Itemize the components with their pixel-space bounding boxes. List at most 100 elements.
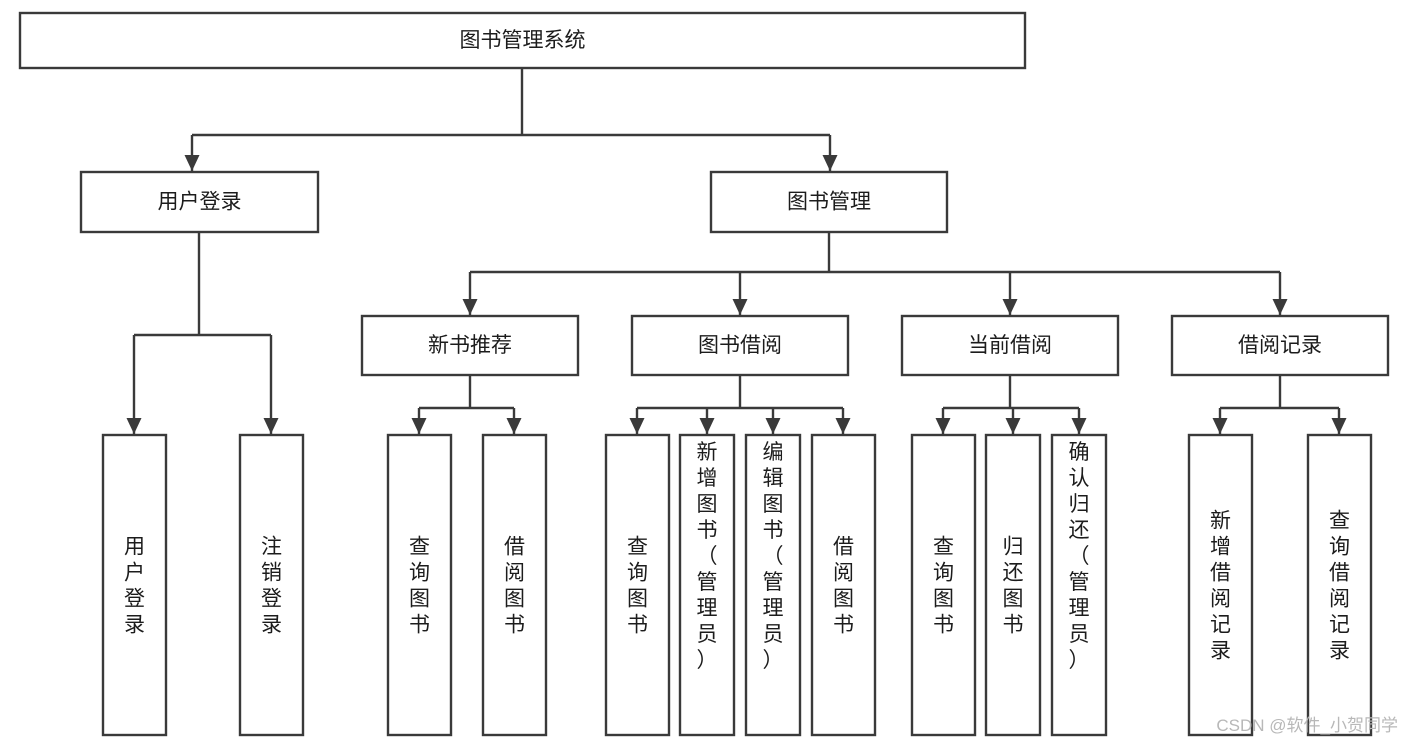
arrow-head-icon xyxy=(699,418,715,434)
arrow-head-icon xyxy=(1005,418,1021,434)
node-box-l-bb-edit[interactable] xyxy=(744,433,802,737)
arrow-head-icon xyxy=(411,418,427,434)
node-label-char: 归 xyxy=(1003,535,1024,558)
node-new-book-rec[interactable]: 新书推荐 xyxy=(360,314,580,377)
node-book-manage[interactable]: 图书管理 xyxy=(709,170,949,234)
node-label-char: 增 xyxy=(1210,535,1231,558)
node-label-char: 查 xyxy=(933,535,954,558)
node-label-char: 书 xyxy=(504,613,525,636)
arrow-head-icon xyxy=(732,299,748,315)
node-box-book-manage[interactable] xyxy=(709,170,949,234)
node-label-char: 认 xyxy=(1069,467,1090,490)
connector-group-bus-book-borrow xyxy=(629,375,851,434)
node-label-char: 登 xyxy=(261,587,282,610)
node-box-l-bb-query[interactable] xyxy=(604,433,671,737)
connector-group-bus-borrow-record xyxy=(1212,375,1347,434)
node-box-leaf-user-logout[interactable] xyxy=(238,433,305,737)
node-label-book-manage: 图书管理 xyxy=(787,191,871,214)
node-label-char: 新 xyxy=(697,441,718,464)
node-user-login[interactable]: 用户登录 xyxy=(79,170,320,234)
node-label-char: 图 xyxy=(763,493,784,516)
arrow-head-icon xyxy=(1002,299,1018,315)
node-root[interactable]: 图书管理系统 xyxy=(18,11,1027,70)
node-label-char: 员 xyxy=(1069,623,1090,646)
arrow-head-icon xyxy=(765,418,781,434)
arrow-head-icon xyxy=(1071,418,1087,434)
node-box-l-bb-add[interactable] xyxy=(678,433,736,737)
node-borrow-record[interactable]: 借阅记录 xyxy=(1170,314,1390,377)
node-book-borrow[interactable]: 图书借阅 xyxy=(630,314,850,377)
node-label-char: 询 xyxy=(627,561,648,584)
arrow-head-icon xyxy=(126,418,142,434)
node-label-char: 书 xyxy=(833,613,854,636)
node-box-leaf-user-login[interactable] xyxy=(101,433,168,737)
node-label-char: 阅 xyxy=(833,561,854,584)
node-label-char: 询 xyxy=(409,561,430,584)
node-box-l-bb-borrow[interactable] xyxy=(810,433,877,737)
node-box-borrow-record[interactable] xyxy=(1170,314,1390,377)
node-box-l-cb-confirm[interactable] xyxy=(1050,433,1108,737)
node-label-char: ） xyxy=(697,649,718,672)
node-box-user-login[interactable] xyxy=(79,170,320,234)
node-label-char: 理 xyxy=(763,597,784,620)
node-label-root: 图书管理系统 xyxy=(460,29,586,52)
node-box-book-borrow[interactable] xyxy=(630,314,850,377)
node-label-char: 查 xyxy=(1329,509,1350,532)
node-current-borrow[interactable]: 当前借阅 xyxy=(900,314,1120,377)
node-label-char: 图 xyxy=(1003,587,1024,610)
node-box-current-borrow[interactable] xyxy=(900,314,1120,377)
node-label-char: 增 xyxy=(697,467,718,490)
node-label-char: 录 xyxy=(1210,639,1231,662)
node-box-new-book-rec[interactable] xyxy=(360,314,580,377)
node-label-char: 员 xyxy=(697,623,718,646)
node-box-root[interactable] xyxy=(18,11,1027,70)
node-label-char: 阅 xyxy=(504,561,525,584)
nodes-layer: 图书管理系统用户登录图书管理新书推荐图书借阅当前借阅借阅记录用户登录注销登录查询… xyxy=(18,11,1390,737)
node-label-char: 图 xyxy=(627,587,648,610)
node-label-char: 新 xyxy=(1210,509,1231,532)
node-box-l-cb-return[interactable] xyxy=(984,433,1042,737)
node-box-l-nbr-borrow[interactable] xyxy=(481,433,548,737)
node-label-char: 图 xyxy=(697,493,718,516)
node-label-char: 管 xyxy=(1069,571,1090,594)
node-box-l-nbr-query[interactable] xyxy=(386,433,453,737)
node-label-char: 销 xyxy=(261,561,282,584)
node-label-char: 书 xyxy=(697,519,718,542)
arrow-head-icon xyxy=(1272,299,1288,315)
node-label-char: 书 xyxy=(409,613,430,636)
arrow-head-icon xyxy=(506,418,522,434)
arrow-head-icon xyxy=(462,299,478,315)
node-label-char: 归 xyxy=(1069,493,1090,516)
connector-group-bus-root xyxy=(184,68,838,171)
csdn-watermark: CSDN @软件_小贺同学 xyxy=(1216,716,1398,735)
node-label-char: （ xyxy=(1069,545,1090,568)
node-label-char: 查 xyxy=(627,535,648,558)
node-label-char: （ xyxy=(763,545,784,568)
node-label-char: 用 xyxy=(124,535,145,558)
connector-group-bus-current-borrow xyxy=(935,375,1087,434)
node-box-l-br-add[interactable] xyxy=(1187,433,1254,737)
connector-group-bus-new-book-rec xyxy=(411,375,522,434)
connector-group-bus-book-manage xyxy=(462,232,1288,315)
node-label-char: 户 xyxy=(124,561,145,584)
node-label-char: 编 xyxy=(763,441,784,464)
node-label-char: 图 xyxy=(933,587,954,610)
node-leaf-user-login[interactable]: 用户登录 xyxy=(101,433,168,737)
node-box-l-br-query[interactable] xyxy=(1306,433,1373,737)
node-box-l-cb-query[interactable] xyxy=(910,433,977,737)
node-label-char: 书 xyxy=(627,613,648,636)
arrow-head-icon xyxy=(1331,418,1347,434)
node-label-char: 查 xyxy=(409,535,430,558)
